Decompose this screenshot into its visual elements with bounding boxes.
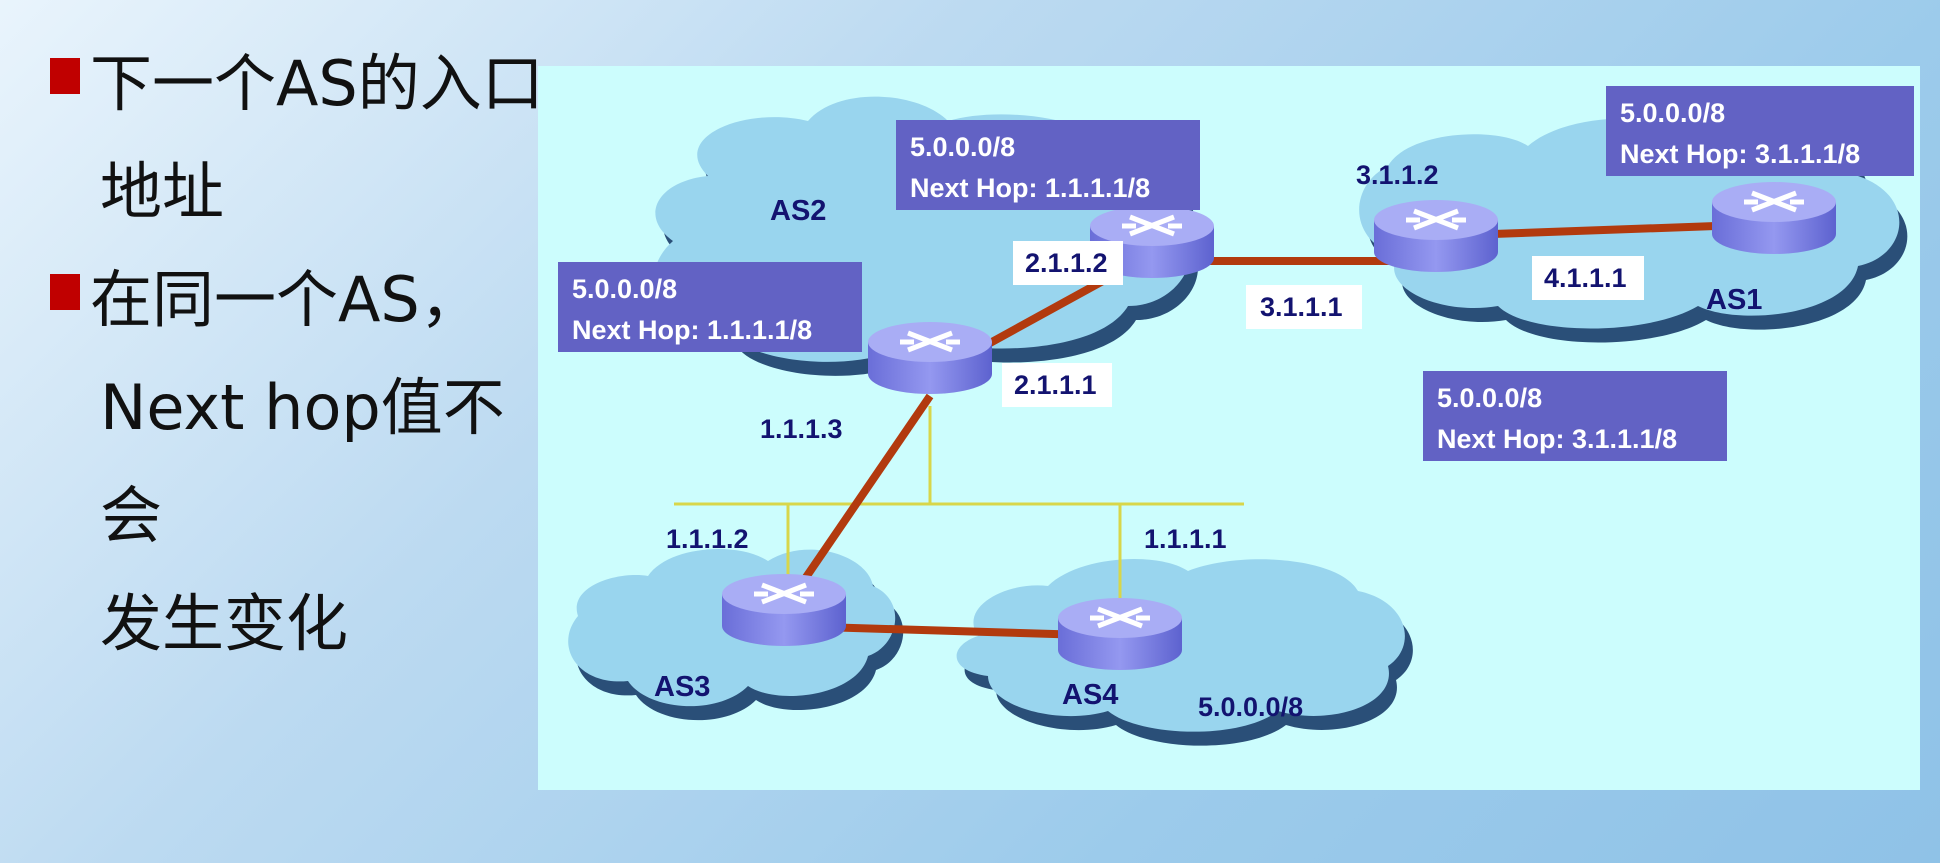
route-prefix: 5.0.0.0/8: [572, 274, 677, 304]
ip-label: 2.1.1.1: [1002, 363, 1112, 407]
router-icon: [722, 574, 846, 646]
bullet-text: 下一个AS的入口: [90, 47, 544, 120]
router-icon: [1712, 182, 1836, 254]
svg-text:2.1.1.2: 2.1.1.2: [1025, 248, 1108, 278]
as4-network-label: 5.0.0.0/8: [1198, 692, 1303, 722]
route-prefix: 5.0.0.0/8: [910, 132, 1015, 162]
bgp-next-hop-diagram: 5.0.0.0/8 Next Hop: 1.1.1.1/8 5.0.0.0/8 …: [538, 66, 1920, 790]
router-icon: [868, 322, 992, 394]
route-box: 5.0.0.0/8 Next Hop: 1.1.1.1/8: [558, 262, 862, 352]
svg-text:3.1.1.1: 3.1.1.1: [1260, 292, 1343, 322]
cloud-as4: [956, 559, 1413, 746]
svg-text:2.1.1.1: 2.1.1.1: [1014, 370, 1097, 400]
route-next-hop: Next Hop: 1.1.1.1/8: [572, 315, 812, 345]
bullet-list: 下一个AS的入口 地址 在同一个AS， Next hop值不会 发生变化: [50, 30, 550, 678]
route-next-hop: Next Hop: 3.1.1.1/8: [1437, 424, 1677, 454]
route-box: 5.0.0.0/8 Next Hop: 3.1.1.1/8: [1423, 371, 1727, 461]
route-next-hop: Next Hop: 1.1.1.1/8: [910, 173, 1150, 203]
bullet-marker: [50, 58, 80, 94]
ip-label: 3.1.1.1: [1246, 285, 1362, 329]
bullet-text: Next hop值不会: [100, 371, 505, 552]
bullet-text: 发生变化: [100, 587, 349, 660]
as-label: AS4: [1062, 679, 1118, 711]
link-as2-as3: [796, 393, 934, 589]
svg-text:4.1.1.1: 4.1.1.1: [1544, 263, 1627, 293]
ip-label: 1.1.1.3: [760, 414, 843, 444]
route-prefix: 5.0.0.0/8: [1620, 98, 1725, 128]
router-icon: [1374, 200, 1498, 272]
ip-label: 3.1.1.2: [1356, 160, 1439, 190]
ip-label: 1.1.1.2: [666, 524, 749, 554]
route-box: 5.0.0.0/8 Next Hop: 1.1.1.1/8: [896, 120, 1200, 210]
bullet-item: 在同一个AS， Next hop值不会 发生变化: [50, 246, 550, 678]
as-label: AS1: [1706, 284, 1762, 316]
bullet-item: 下一个AS的入口 地址: [50, 30, 550, 246]
route-next-hop: Next Hop: 3.1.1.1/8: [1620, 139, 1860, 169]
bullet-marker: [50, 274, 80, 310]
as-label: AS2: [770, 195, 826, 227]
as-label: AS3: [654, 671, 710, 703]
bullet-text: 在同一个AS，: [90, 263, 482, 336]
route-box: 5.0.0.0/8 Next Hop: 3.1.1.1/8: [1606, 86, 1914, 176]
lan-segment: [674, 406, 1244, 606]
router-icon: [1058, 598, 1182, 670]
ip-label: 4.1.1.1: [1532, 256, 1644, 300]
bullet-text: 地址: [100, 155, 225, 228]
ip-label: 1.1.1.1: [1144, 524, 1227, 554]
route-prefix: 5.0.0.0/8: [1437, 383, 1542, 413]
ip-label: 2.1.1.2: [1013, 241, 1123, 285]
